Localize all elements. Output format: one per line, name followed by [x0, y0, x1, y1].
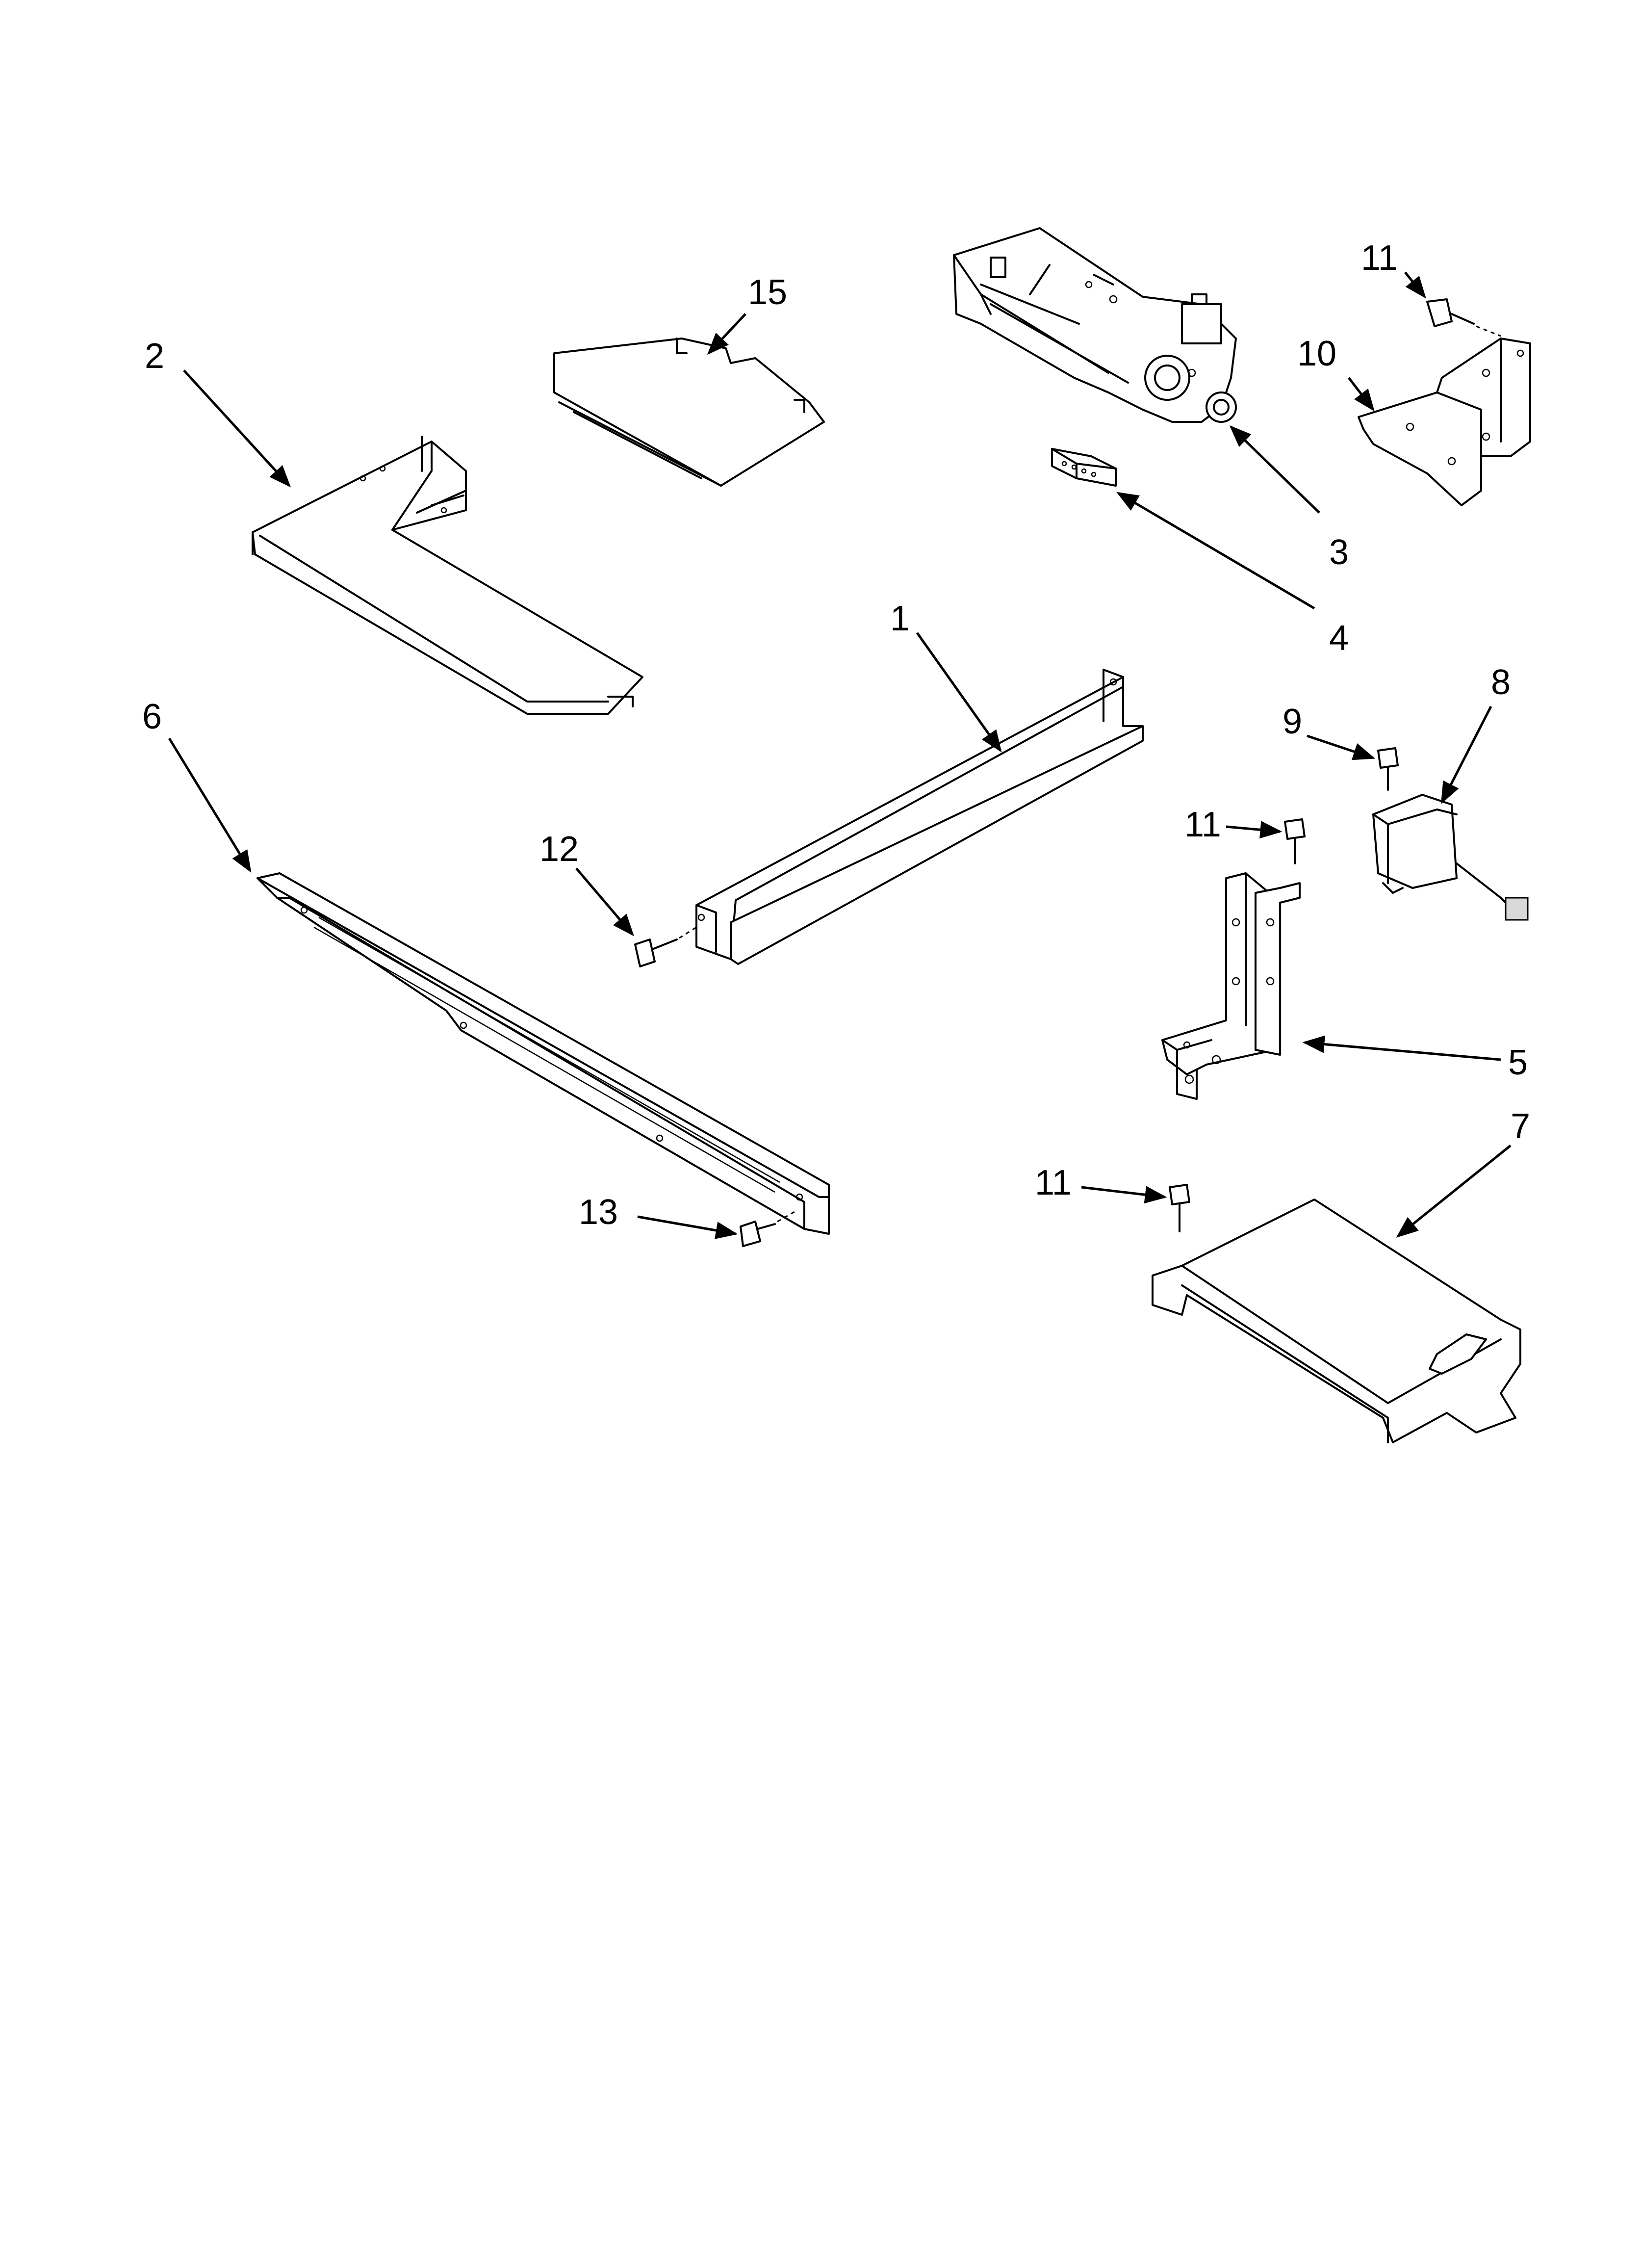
- leader-12: [575, 867, 634, 937]
- callout-4: 4: [1329, 619, 1349, 658]
- part-13-screw: [740, 1211, 795, 1247]
- callout-labels: 1 2 3 4 5 6 7 8 9 10 11 11 11 12 13 15: [142, 238, 1530, 1232]
- part-3-motor-assembly: [953, 227, 1237, 423]
- callout-15: 15: [748, 273, 787, 312]
- leader-3: [1229, 425, 1320, 514]
- callout-5: 5: [1508, 1043, 1528, 1082]
- callout-6: 6: [142, 697, 162, 736]
- callout-13: 13: [579, 1193, 618, 1232]
- callout-8: 8: [1491, 663, 1511, 702]
- callout-10: 10: [1297, 334, 1336, 373]
- callout-3: 3: [1329, 533, 1349, 572]
- leader-9: [1307, 734, 1376, 760]
- leader-6: [168, 737, 252, 873]
- leader-11-top: [1404, 271, 1426, 299]
- leader-4: [1116, 492, 1315, 610]
- callout-1: 1: [890, 599, 910, 638]
- leader-8: [1440, 705, 1492, 805]
- part-10-bracket: [1358, 338, 1531, 506]
- callout-11-top: 11: [1361, 238, 1398, 278]
- leader-5: [1302, 1035, 1501, 1061]
- part-11-screw-middle: [1284, 818, 1306, 864]
- part-8-transformer: [1372, 794, 1529, 921]
- callout-11-mid: 11: [1184, 805, 1221, 844]
- leader-2: [183, 369, 291, 488]
- part-4-terminal-block: [1051, 448, 1117, 487]
- part-9-screw: [1377, 747, 1399, 791]
- leader-11-low: [1081, 1186, 1167, 1204]
- leader-13: [637, 1215, 738, 1239]
- part-15-panel: [553, 338, 825, 487]
- leader-11-mid: [1226, 821, 1283, 839]
- callout-12: 12: [539, 830, 579, 869]
- part-5-vertical-bracket: [1161, 872, 1301, 1100]
- callout-2: 2: [145, 337, 164, 376]
- leader-1: [916, 632, 1002, 753]
- callout-9: 9: [1283, 702, 1302, 741]
- part-11-screw-low: [1169, 1184, 1190, 1232]
- leader-7: [1396, 1145, 1512, 1238]
- part-6-long-rail: [257, 872, 830, 1235]
- part-2-shelf: [252, 436, 643, 715]
- leader-10: [1348, 377, 1375, 412]
- leader-lines: [168, 271, 1512, 1239]
- part-11-screw-top: [1426, 298, 1501, 337]
- callout-7: 7: [1511, 1107, 1530, 1146]
- leader-15: [707, 313, 746, 355]
- part-12-screw: [634, 926, 697, 967]
- part-7-tray-bracket: [1152, 1199, 1521, 1443]
- callout-11-low: 11: [1035, 1163, 1072, 1202]
- part-1-rail: [695, 669, 1144, 965]
